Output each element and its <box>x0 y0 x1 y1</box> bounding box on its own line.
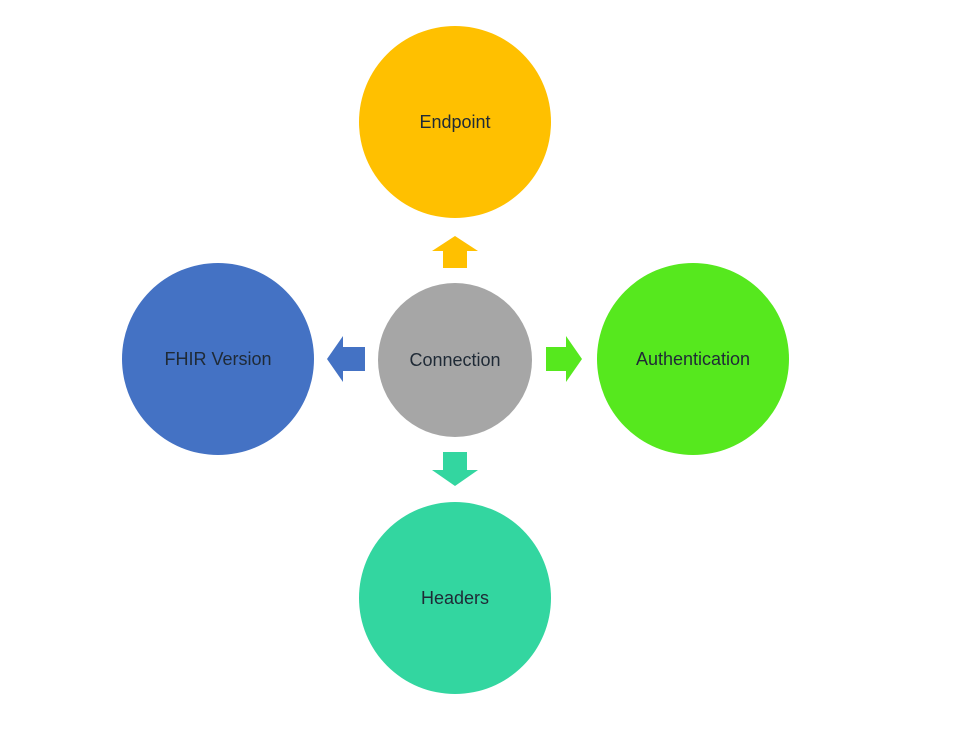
arrow-right-icon <box>546 336 582 382</box>
arrow-down-icon <box>432 452 478 486</box>
headers-node: Headers <box>359 502 551 694</box>
fhir-version-label: FHIR Version <box>164 348 272 369</box>
arrow-right-shape <box>546 336 582 382</box>
connection-label: Connection <box>409 349 501 370</box>
arrow-left-shape <box>327 336 365 382</box>
arrow-up-icon <box>432 236 478 268</box>
connection-node: Connection <box>378 283 532 437</box>
headers-label: Headers <box>420 587 490 608</box>
fhir-version-node: FHIR Version <box>122 263 314 455</box>
authentication-label: Authentication <box>635 348 751 369</box>
arrow-left-icon <box>327 336 365 382</box>
endpoint-node: Endpoint <box>359 26 551 218</box>
authentication-node: Authentication <box>597 263 789 455</box>
arrow-up-shape <box>432 236 478 268</box>
endpoint-label: Endpoint <box>419 111 491 132</box>
arrow-down-shape <box>432 452 478 486</box>
